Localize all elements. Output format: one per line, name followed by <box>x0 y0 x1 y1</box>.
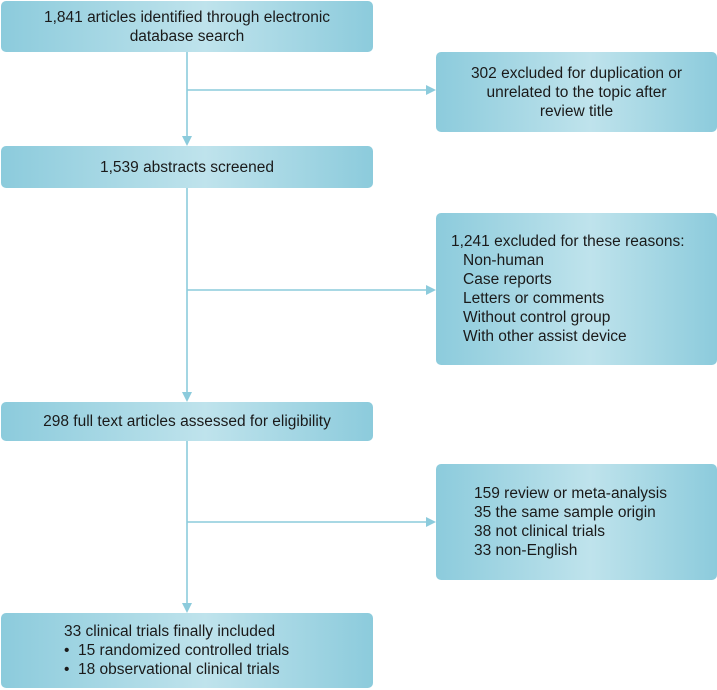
excluded-title-line-3: review title <box>539 102 614 120</box>
included-bullet: • 18 observational clinical trials <box>64 660 373 679</box>
fulltext-line-1: 298 full text articles assessed for elig… <box>43 413 331 430</box>
included-bullet: • 15 randomized controlled trials <box>64 641 373 660</box>
reason-item: Non-human <box>463 252 544 269</box>
screened-line-1: 1,539 abstracts screened <box>99 158 275 176</box>
box-fulltext: 298 full text articles assessed for elig… <box>1 402 373 441</box>
reason-item: Letters or comments <box>463 290 605 307</box>
excluded-reasons-list: Non-human Case reports Letters or commen… <box>451 251 717 346</box>
fulltext-exclusion-item: 33 non-English <box>474 542 578 559</box>
box-identified: 1,841 articles identified through electr… <box>1 1 373 52</box>
reason-item: Case reports <box>463 271 552 288</box>
excluded-title-line-1: 302 excluded for duplication or <box>470 64 683 82</box>
excluded-title-line-2: unrelated to the topic after <box>486 83 667 101</box>
included-heading: 33 clinical trials finally included <box>64 623 276 640</box>
bullet-icon: • <box>64 642 70 659</box>
reason-item: With other assist device <box>463 328 627 345</box>
fulltext-exclusion-item: 35 the same sample origin <box>474 504 656 521</box>
included-bullet-list: • 15 randomized controlled trials • 18 obs… <box>64 641 373 679</box>
identified-line-1: 1,841 articles identified through electr… <box>43 8 331 26</box>
fulltext-exclusion-item: 159 review or meta-analysis <box>474 485 667 502</box>
bullet-icon: • <box>64 661 70 678</box>
box-excluded-fulltext: 159 review or meta-analysis 35 the same … <box>436 464 717 580</box>
box-included: 33 clinical trials finally included • 15 … <box>1 613 373 688</box>
included-bullet-text: 18 observational clinical trials <box>78 661 280 678</box>
box-screened: 1,539 abstracts screened <box>1 146 373 188</box>
identified-line-2: database search <box>129 27 245 45</box>
box-excluded-reasons: 1,241 excluded for these reasons: Non-hu… <box>436 213 717 365</box>
fulltext-exclusion-item: 38 not clinical trials <box>474 523 605 540</box>
included-bullet-text: 15 randomized controlled trials <box>78 642 290 659</box>
box-excluded-title: 302 excluded for duplication or unrelate… <box>436 52 717 132</box>
excluded-reasons-heading: 1,241 excluded for these reasons: <box>451 233 685 250</box>
reason-item: Without control group <box>463 309 611 326</box>
